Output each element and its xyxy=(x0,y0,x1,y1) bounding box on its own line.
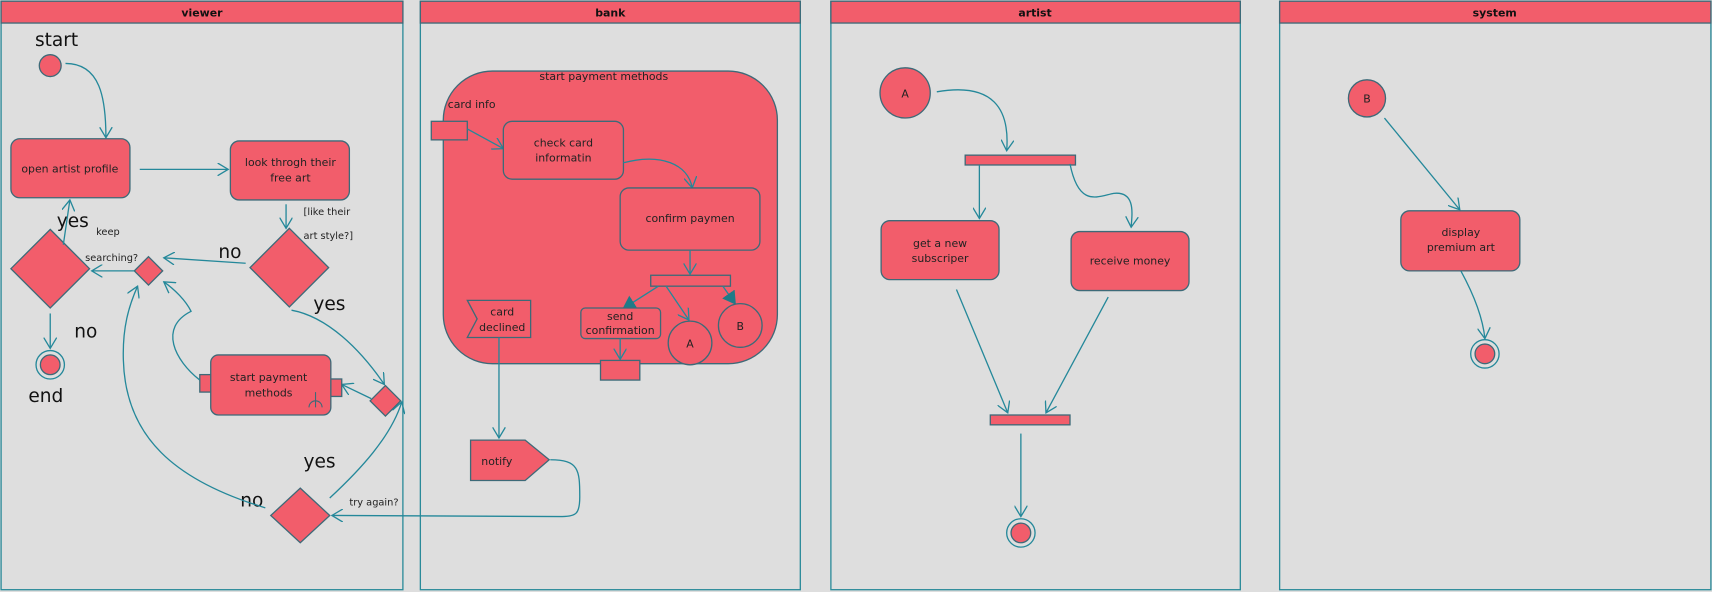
action-label: start payment xyxy=(230,371,308,384)
merge-node[interactable] xyxy=(133,255,164,287)
flow-arrow xyxy=(65,62,106,137)
action-get-new-subscriber[interactable]: get a new subscriper xyxy=(880,220,1000,281)
action-label: look throgh their xyxy=(245,156,336,169)
flow-arrow xyxy=(1046,296,1109,413)
connector-a[interactable]: A xyxy=(667,320,713,366)
yes-label: yes xyxy=(313,294,345,315)
flow-arrow xyxy=(329,402,402,499)
guard-label: [like their xyxy=(304,207,352,218)
lane-title-system: system xyxy=(1473,6,1517,19)
action-start-payment-methods[interactable]: start payment methods xyxy=(199,354,343,416)
fork-bar[interactable] xyxy=(964,154,1077,166)
activity-title: start payment methods xyxy=(539,70,668,83)
final-node[interactable] xyxy=(1470,339,1500,369)
initial-node[interactable] xyxy=(38,54,62,78)
connector-b[interactable]: B xyxy=(1347,79,1387,118)
try-again-label: try again? xyxy=(349,498,398,509)
lane-header-viewer[interactable] xyxy=(0,0,404,24)
action-label: check card xyxy=(534,136,593,149)
yes-label: yes xyxy=(57,211,89,232)
lane-title-bank: bank xyxy=(595,6,626,19)
signal-label: declined xyxy=(479,321,525,334)
flow-arrow xyxy=(936,89,1007,151)
flow-arrow xyxy=(63,200,70,245)
final-node[interactable] xyxy=(35,349,66,380)
action-label: display xyxy=(1442,226,1481,239)
flow-arrow xyxy=(164,258,246,263)
fork-bar[interactable] xyxy=(650,274,732,287)
action-label: methods xyxy=(245,386,293,399)
action-label: confirmation xyxy=(586,324,655,337)
action-label: informatin xyxy=(535,152,591,165)
signal-label: card xyxy=(490,306,514,319)
action-label: subscriper xyxy=(912,252,969,265)
action-look-through-free-art[interactable]: look throgh their free art xyxy=(229,140,351,201)
flow-arrow xyxy=(122,286,266,509)
action-receive-money[interactable]: receive money xyxy=(1070,230,1190,292)
lane-header-system[interactable] xyxy=(1278,0,1712,24)
action-label: confirm paymen xyxy=(645,212,734,225)
action-send-confirmation[interactable]: send confirmation xyxy=(580,307,662,340)
flow-arrow xyxy=(332,459,581,517)
action-open-artist-profile[interactable]: open artist profile xyxy=(10,138,131,199)
final-node[interactable] xyxy=(1006,518,1036,548)
connector-a[interactable]: A xyxy=(879,67,931,119)
action-display-premium-art[interactable]: display premium art xyxy=(1400,210,1521,272)
flow-arrow xyxy=(291,309,385,384)
decision-try-again[interactable] xyxy=(269,487,331,544)
action-label: open artist profile xyxy=(21,163,118,176)
connector-label: A xyxy=(686,337,694,350)
flow-arrow xyxy=(1460,270,1485,339)
decision-keep-searching[interactable] xyxy=(9,228,91,309)
start-label: start xyxy=(35,30,78,51)
connector-label: B xyxy=(737,320,744,333)
subactivity-fork-icon xyxy=(308,392,323,408)
lane-title-artist: artist xyxy=(1018,6,1051,19)
lane-system: system xyxy=(1278,0,1712,591)
join-bar[interactable] xyxy=(989,414,1071,426)
lane-header-artist[interactable] xyxy=(830,0,1241,24)
lane-title-viewer: viewer xyxy=(181,6,223,19)
keep-label: keep xyxy=(96,227,120,238)
signal-notify[interactable]: notify xyxy=(469,439,551,482)
flow-arrow xyxy=(1383,117,1459,210)
flow-arrow xyxy=(1069,163,1132,227)
output-pin[interactable] xyxy=(599,359,641,381)
action-label: free art xyxy=(270,171,311,184)
flow-arrow xyxy=(621,285,659,310)
action-label: send xyxy=(607,310,633,323)
signal-card-declined[interactable]: card declined xyxy=(466,299,532,339)
end-label: end xyxy=(28,386,63,407)
lane-header-bank[interactable] xyxy=(419,0,801,24)
connector-label: B xyxy=(1363,93,1370,106)
flow-arrow xyxy=(164,282,201,381)
flow-arrow xyxy=(722,285,737,306)
guard-label: art style?] xyxy=(304,231,354,242)
connector-b[interactable]: B xyxy=(717,302,763,348)
input-pin-card-info[interactable] xyxy=(430,120,468,141)
action-label: premium art xyxy=(1427,241,1496,254)
action-label: get a new xyxy=(913,237,967,250)
yes-label: yes xyxy=(304,451,336,472)
decision-art-style[interactable] xyxy=(249,227,330,308)
card-info-label: card info xyxy=(448,98,496,111)
signal-label: notify xyxy=(481,455,513,468)
flow-arrow xyxy=(623,158,692,188)
action-label: receive money xyxy=(1090,254,1171,267)
searching-label: searching? xyxy=(85,253,138,264)
no-label: no xyxy=(240,491,263,512)
connector-label: A xyxy=(901,87,909,100)
flow-arrow xyxy=(955,289,1007,412)
flow-arrow xyxy=(665,285,689,320)
lane-viewer: viewer xyxy=(0,0,404,591)
action-check-card-information[interactable]: check card informatin xyxy=(502,120,625,180)
flow-arrow xyxy=(342,384,372,400)
no-label: no xyxy=(218,242,241,263)
no-label: no xyxy=(74,321,97,342)
action-confirm-payment[interactable]: confirm paymen xyxy=(619,187,761,251)
flow-arrow xyxy=(466,128,503,149)
